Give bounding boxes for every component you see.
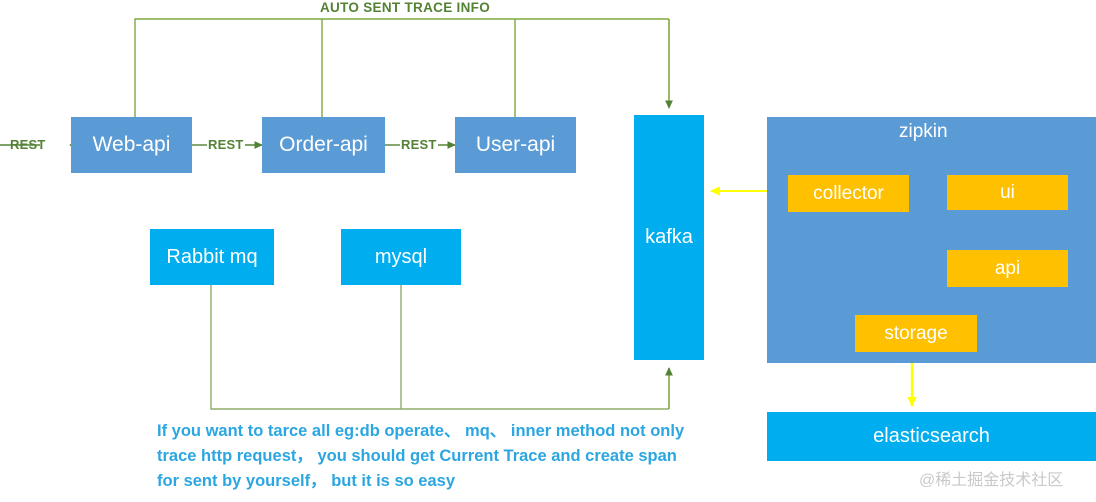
edge-manual-trace-bus bbox=[210, 285, 673, 410]
node-user-api[interactable]: User-api bbox=[455, 117, 576, 173]
node-mysql-label: mysql bbox=[374, 245, 428, 268]
auto-trace-banner-label: AUTO SENT TRACE INFO bbox=[320, 0, 491, 15]
node-storage-label: storage bbox=[884, 322, 948, 344]
edge-auto-trace-bus bbox=[134, 18, 673, 117]
edge-label-rest-webapi-orderapi: REST bbox=[208, 137, 244, 152]
node-rabbit-mq-label: Rabbit mq bbox=[166, 245, 258, 268]
node-kafka[interactable]: kafka bbox=[634, 115, 704, 360]
node-web-api-label: Web-api bbox=[92, 132, 171, 156]
node-ui[interactable]: ui bbox=[947, 175, 1068, 210]
node-rabbit-mq[interactable]: Rabbit mq bbox=[150, 229, 274, 285]
node-order-api[interactable]: Order-api bbox=[262, 117, 385, 173]
node-web-api[interactable]: Web-api bbox=[71, 117, 192, 173]
node-collector-label: collector bbox=[813, 182, 884, 204]
node-api[interactable]: api bbox=[947, 250, 1068, 287]
node-user-api-label: User-api bbox=[475, 132, 556, 156]
node-collector[interactable]: collector bbox=[788, 175, 909, 212]
node-ui-label: ui bbox=[1000, 181, 1015, 203]
node-storage[interactable]: storage bbox=[855, 315, 977, 352]
note-text: If you want to tarce all eg:db operate、 … bbox=[157, 422, 685, 491]
group-zipkin-title: zipkin bbox=[899, 121, 948, 142]
watermark: @稀土掘金技术社区 bbox=[919, 472, 1064, 489]
node-mysql[interactable]: mysql bbox=[341, 229, 461, 285]
node-elasticsearch[interactable]: elasticsearch bbox=[767, 412, 1096, 461]
edge-label-rest-inbound: REST bbox=[10, 137, 46, 152]
node-order-api-label: Order-api bbox=[279, 132, 368, 156]
node-kafka-label: kafka bbox=[645, 226, 693, 248]
node-elasticsearch-label: elasticsearch bbox=[873, 425, 990, 447]
node-api-label: api bbox=[994, 257, 1021, 279]
edge-label-rest-orderapi-userapi: REST bbox=[401, 137, 437, 152]
